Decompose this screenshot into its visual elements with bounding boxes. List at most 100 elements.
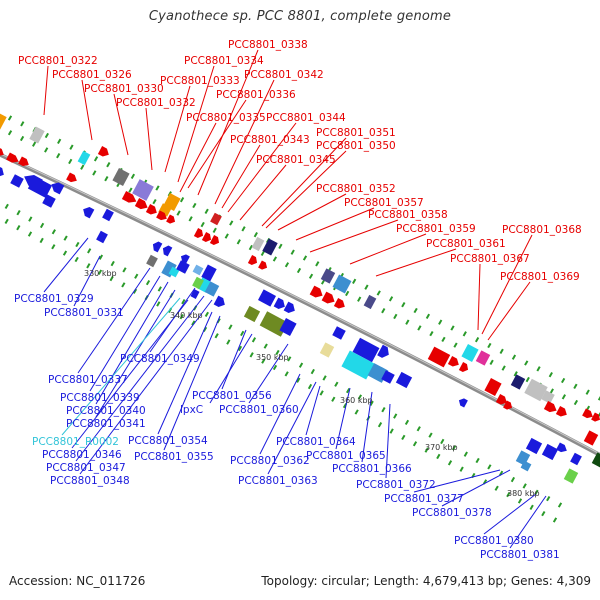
- gene-label-top-leader-line: [227, 122, 297, 213]
- gene-arrow: [97, 146, 109, 157]
- gene-box: [102, 208, 114, 222]
- gene-label-top-leader-line: [481, 234, 533, 335]
- gene-label-bottom-leader-line: [361, 391, 373, 463]
- scale-tick: [121, 282, 126, 288]
- scale-tick: [501, 365, 506, 371]
- scale-tick: [62, 250, 68, 256]
- gene-box: [510, 374, 526, 390]
- scale-tick: [546, 495, 551, 502]
- scale-tick: [557, 502, 563, 508]
- scale-tick: [401, 434, 406, 441]
- gene-box: [525, 437, 543, 455]
- gene-label-top: PCC8801_0342: [244, 69, 324, 81]
- gene-arrow: [162, 245, 173, 257]
- gene-box: [520, 460, 532, 472]
- scale-tick: [517, 498, 523, 504]
- scale-tick: [536, 366, 541, 372]
- gene-arrow: [51, 182, 65, 195]
- gene-label-top: PCC8801_0334: [184, 55, 264, 67]
- kbp-tick-label: 330 kbp: [84, 269, 117, 278]
- scale-tick: [4, 203, 9, 210]
- gene-arrow: [0, 165, 4, 177]
- gene-label-bottom: PCC8801_0381: [480, 549, 560, 561]
- gene-box: [381, 370, 395, 384]
- gene-label-top: PCC8801_0357: [344, 197, 424, 209]
- scale-tick: [98, 254, 104, 260]
- gene-label-top-leader-line: [113, 93, 129, 156]
- scale-tick: [39, 237, 44, 244]
- gene-label-bottom-leader-line: [157, 311, 213, 435]
- gene-label-bottom: PCC8801_0366: [332, 463, 412, 475]
- scale-tick: [381, 407, 386, 413]
- gene-box: [570, 452, 582, 466]
- gene-label-top-leader-line: [375, 248, 457, 277]
- gene-label-bottom: PCC8801_0355: [134, 451, 214, 463]
- scale-tick: [298, 362, 304, 368]
- scale-tick: [57, 138, 62, 144]
- scale-tick: [109, 275, 114, 282]
- gene-label-bottom: PCC8801_0339: [60, 392, 140, 404]
- gene-label-top: PCC8801_0369: [500, 271, 580, 283]
- scale-tick: [307, 383, 313, 390]
- gene-arrow: [18, 156, 29, 167]
- gene-label-bottom-leader-line: [509, 495, 547, 549]
- scale-tick: [315, 261, 320, 267]
- gene-label-bottom: PCC8801_0360: [219, 404, 299, 416]
- gene-arrow: [83, 207, 95, 219]
- scale-tick: [489, 359, 494, 366]
- gene-box: [201, 264, 217, 282]
- scale-tick: [389, 428, 394, 434]
- gene-arrow: [447, 356, 459, 367]
- scale-tick: [510, 476, 516, 483]
- scale-tick: [416, 426, 421, 432]
- gene-label-bottom: PCC8801_0363: [238, 475, 318, 487]
- gene-label-top-leader-line: [239, 164, 287, 221]
- gene-label-bottom-leader-line: [221, 329, 247, 390]
- scale-tick: [585, 389, 590, 395]
- scale-tick: [16, 225, 21, 231]
- scale-tick: [63, 235, 68, 241]
- gene-label-top-leader-line: [295, 207, 375, 241]
- scale-tick: [549, 388, 554, 394]
- scale-tick: [249, 352, 254, 358]
- gene-box: [352, 337, 380, 363]
- scale-tick: [110, 260, 115, 267]
- scale-tick: [364, 284, 369, 290]
- gene-label-top-leader-line: [214, 79, 275, 205]
- gene-label-top-leader-line: [221, 144, 261, 209]
- scale-tick: [240, 330, 245, 337]
- gene-arrow: [152, 241, 163, 253]
- gene-label-top: PCC8801_0335: [186, 112, 266, 124]
- scale-tick: [302, 255, 308, 261]
- gene-label-bottom: PCC8801_0377: [384, 493, 464, 505]
- scale-tick: [228, 324, 233, 330]
- gene-label-top-leader-line: [265, 150, 347, 229]
- scale-tick: [525, 376, 530, 383]
- gene-label-top: PCC8801_0368: [502, 224, 582, 236]
- scale-tick: [16, 210, 21, 216]
- gene-label-bottom-leader-line: [95, 289, 176, 418]
- gene-label-top: PCC8801_0351: [316, 127, 396, 139]
- gene-box: [332, 274, 352, 294]
- scale-tick: [404, 419, 410, 426]
- genome-backbone: [0, 152, 600, 457]
- scale-tick: [381, 308, 386, 314]
- scale-tick: [263, 343, 268, 349]
- kbp-tick-label: 360 kbp: [340, 396, 373, 405]
- scale-tick: [204, 311, 209, 318]
- scale-tick: [132, 288, 138, 294]
- scale-tick: [287, 356, 292, 362]
- scale-tick: [393, 413, 398, 419]
- gene-label-bottom-leader-line: [209, 333, 253, 404]
- gene-box: [176, 260, 190, 274]
- gene-label-bottom-leader-line: [259, 373, 301, 455]
- scale-tick: [260, 250, 265, 256]
- gene-box: [563, 468, 579, 484]
- gene-arrow: [333, 298, 345, 309]
- gene-box: [27, 176, 53, 198]
- scale-tick: [229, 220, 234, 226]
- scale-tick: [248, 244, 253, 251]
- scale-tick: [92, 170, 97, 176]
- genome-backbone-highlight: [0, 153, 600, 455]
- gene-label-top: PCC8801_0322: [18, 55, 98, 67]
